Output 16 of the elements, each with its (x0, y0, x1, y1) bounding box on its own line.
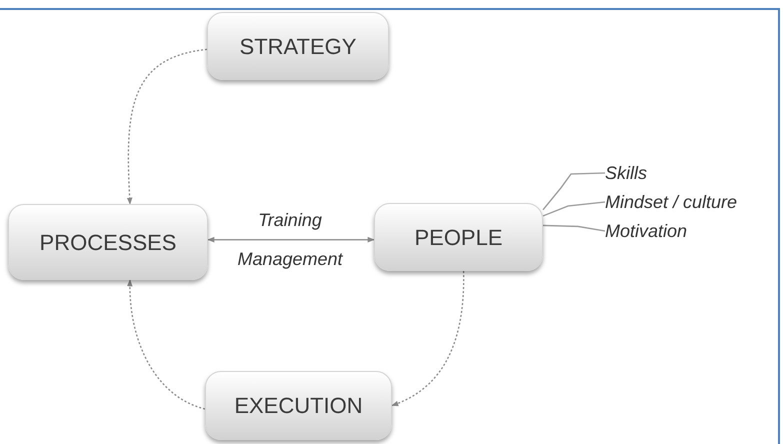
annotation-text: Mindset / culture (605, 193, 738, 211)
annotation-text: Motivation (605, 222, 688, 240)
arrow (126, 48, 208, 205)
arrow (391, 271, 464, 406)
arrow (207, 236, 375, 243)
process-box: STRATEGY (207, 12, 389, 80)
leader-line (542, 201, 606, 217)
caption-text: Management (236, 250, 344, 268)
annotation-text: Skills (605, 164, 648, 182)
arrow (127, 279, 206, 410)
process-box: PEOPLE (374, 203, 543, 271)
process-box: PROCESSES (8, 204, 208, 280)
leader-line (542, 224, 606, 232)
edge-label: Training (257, 211, 323, 229)
process-box: EXECUTION (205, 371, 392, 440)
leader-line (542, 172, 606, 210)
